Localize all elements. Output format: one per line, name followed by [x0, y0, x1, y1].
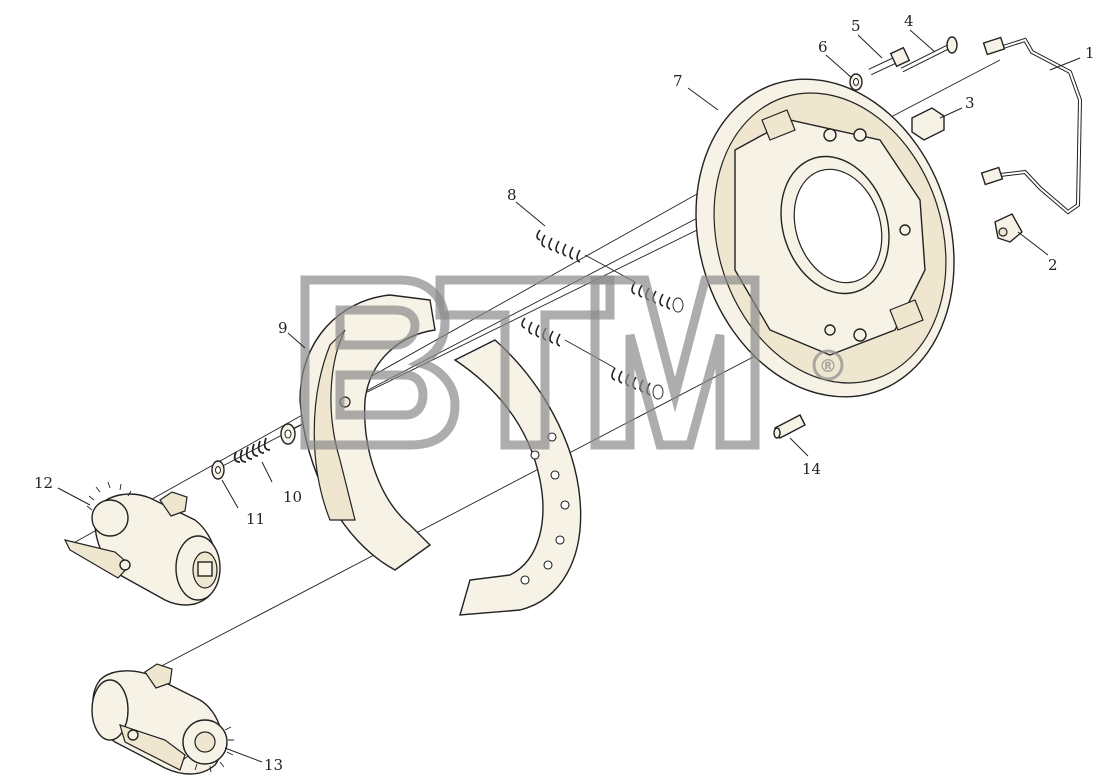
spring-washer — [211, 460, 225, 480]
washer — [849, 73, 863, 91]
callout-5: 5 — [851, 17, 861, 35]
bolt — [868, 46, 911, 76]
wheel-cylinder-lower — [91, 663, 234, 775]
pin — [900, 36, 958, 73]
brake-pipe — [980, 36, 1083, 215]
dowel-pin — [773, 414, 806, 439]
callout-2: 2 — [1048, 256, 1058, 274]
callout-11: 11 — [246, 510, 265, 528]
callout-4: 4 — [904, 12, 914, 30]
leader-lines — [57, 29, 1081, 763]
cup-washer — [280, 423, 296, 445]
callout-14: 14 — [802, 460, 821, 478]
rubber-pad — [911, 107, 945, 141]
brake-shoe-rear — [453, 339, 582, 616]
callout-12: 12 — [34, 474, 53, 492]
callout-7: 7 — [673, 72, 683, 90]
hold-down-spring — [233, 437, 271, 463]
retaining-clip — [994, 213, 1023, 243]
callout-10: 10 — [283, 488, 302, 506]
callout-8: 8 — [507, 186, 517, 204]
callout-labels: 1 2 3 4 5 6 7 8 9 10 11 12 13 14 — [34, 12, 1095, 774]
wheel-cylinder-upper — [63, 481, 221, 606]
registered-mark: ® — [819, 356, 837, 377]
callout-1: 1 — [1085, 44, 1095, 62]
callout-6: 6 — [818, 38, 828, 56]
callout-13: 13 — [264, 756, 283, 774]
btm-watermark: ® — [300, 275, 844, 450]
callout-9: 9 — [278, 319, 288, 337]
callout-3: 3 — [965, 94, 975, 112]
